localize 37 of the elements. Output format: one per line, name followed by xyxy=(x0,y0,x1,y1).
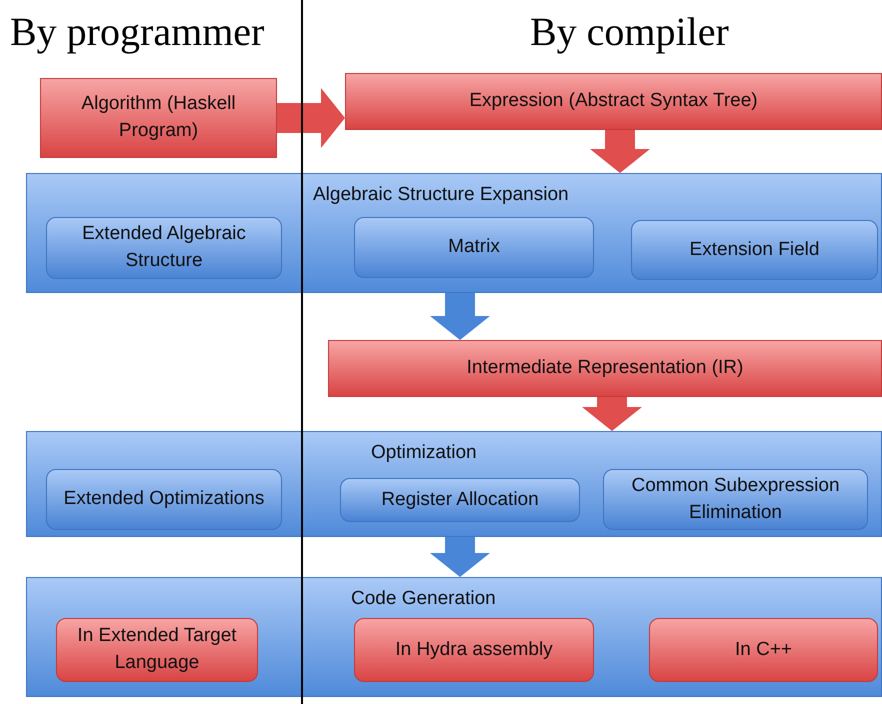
box-label: Matrix xyxy=(447,235,501,260)
panel-heading: Code Generation xyxy=(351,587,496,611)
stage-panel xyxy=(26,577,882,697)
block-arrow xyxy=(590,130,650,173)
box-label: Extended Algebraic Structure xyxy=(81,222,247,273)
box-label: In Extended Target Language xyxy=(76,624,238,675)
box-label: Register Allocation xyxy=(380,488,540,512)
box-label: Extension Field xyxy=(688,238,820,262)
output-box xyxy=(56,618,258,682)
process-box xyxy=(603,469,868,530)
process-box xyxy=(631,220,878,280)
process-box xyxy=(345,73,882,130)
output-box xyxy=(649,618,878,682)
box-label: In Hydra assembly xyxy=(394,638,554,662)
process-box xyxy=(328,340,882,397)
column-heading: By programmer xyxy=(10,8,264,55)
process-box xyxy=(354,217,594,278)
box-label: Extended Optimizations xyxy=(62,487,266,512)
block-arrow xyxy=(582,397,642,431)
output-box xyxy=(354,618,594,682)
box-label: Expression (Abstract Syntax Tree) xyxy=(468,89,759,114)
stage-panel xyxy=(26,173,882,293)
block-arrow xyxy=(277,88,345,148)
stage-panel xyxy=(26,431,882,537)
panel-heading: Algebraic Structure Expansion xyxy=(313,183,569,207)
box-label: In C++ xyxy=(734,638,794,662)
column-heading: By compiler xyxy=(530,8,729,55)
process-box xyxy=(40,78,277,158)
process-box xyxy=(340,478,580,522)
panel-heading: Optimization xyxy=(371,441,477,465)
process-box xyxy=(46,217,282,279)
box-label: Intermediate Representation (IR) xyxy=(466,356,744,380)
box-label: Algorithm (Haskell Program) xyxy=(80,92,237,143)
process-box xyxy=(46,469,282,530)
box-label: Common Subexpression Elimination xyxy=(630,474,841,524)
block-arrow xyxy=(430,293,490,340)
block-arrow xyxy=(430,537,490,577)
